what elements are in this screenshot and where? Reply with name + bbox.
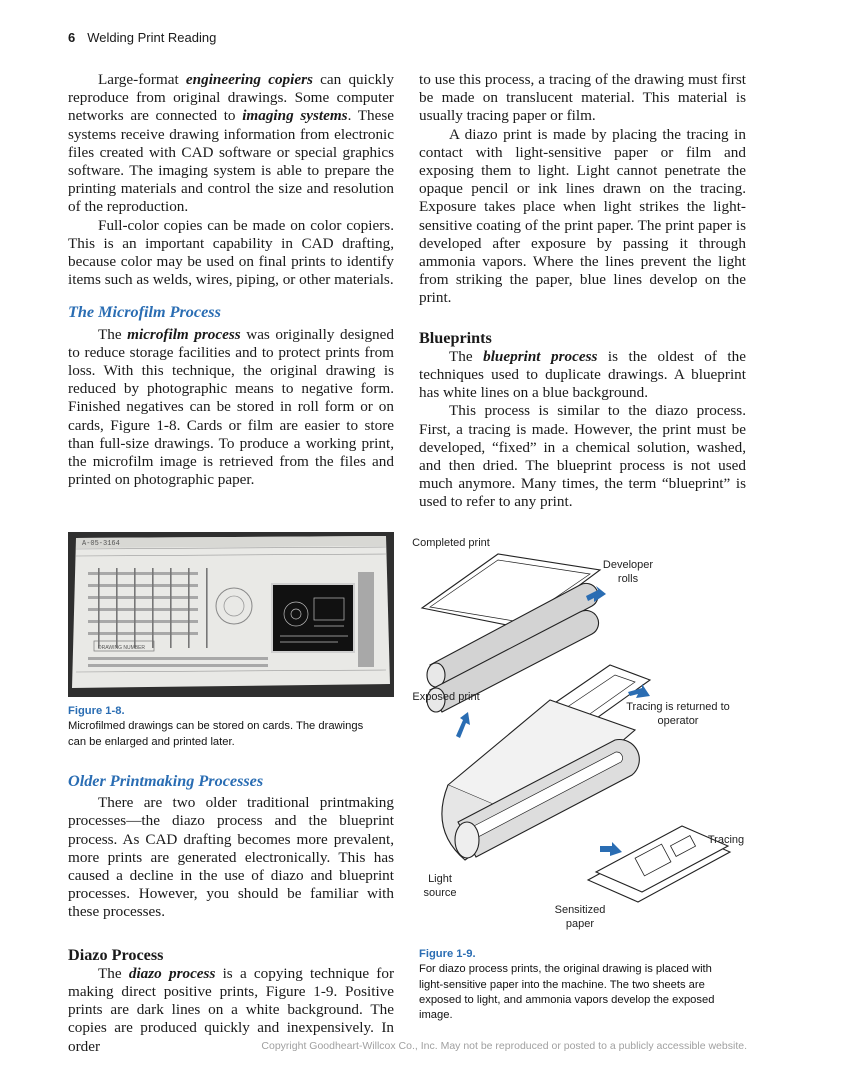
figure-1-8-caption: Figure 1-8. Microfilmed drawings can be … [68,704,368,750]
tracing-sheet [594,825,730,893]
paragraph-diazo-print: A diazo print is made by placing the tra… [419,125,746,307]
left-column-top: Large-format engineering copiers can qui… [68,71,394,489]
figure-1-9-label: Figure 1-9. [419,948,476,960]
paragraph-diazo: The diazo process is a copying technique… [68,964,395,1055]
heading-older-processes: Older Printmaking Processes [68,772,264,790]
figure-1-8-text: Microfilmed drawings can be stored on ca… [68,720,364,748]
label-sensitized-paper: Sensitized paper [554,904,606,930]
paragraph-tracing: to use this process, a tracing of the dr… [419,71,746,125]
paragraph-blueprint-similar: This process is similar to the diazo pro… [419,402,746,511]
left-column-bottom: Older Printmaking Processes There are tw… [68,772,394,1056]
running-header: 6 Welding Print Reading [68,30,216,45]
diazo-machine-diagram [420,553,732,903]
light-source-cylinder [454,738,640,859]
label-light-source: Light source [423,873,457,899]
paragraph-older-processes: There are two older traditional printmak… [68,794,394,921]
heading-diazo: Diazo Process [68,945,164,964]
label-completed-print: Completed print [412,537,490,549]
label-tracing: Tracing [707,834,745,846]
completed-print-sheet [420,553,602,629]
page-number: 6 [68,30,76,45]
arrow-tracing-icon [600,842,622,856]
paragraph-microfilm: The microfilm process was originally des… [68,325,394,489]
paragraph-engineering-copiers: Large-format engineering copiers can qui… [68,71,394,216]
figure-1-8-label: Figure 1-8. [68,705,125,717]
book-title: Welding Print Reading [87,30,217,45]
right-column: to use this process, a tracing of the dr… [419,71,746,512]
label-tracing-returned: Tracing is returned to operator [626,701,730,727]
figure-1-9-caption: Figure 1-9. For diazo process prints, th… [419,947,739,1023]
microfilm-card-photo: A-05-3164 DRAWING NUMBER [68,532,394,697]
arrow-return-icon [628,684,650,698]
card-field-label: DRAWING NUMBER [98,645,145,651]
microfilm-card-image: A-05-3164 DRAWING NUMBER [72,536,390,688]
heading-blueprints: Blueprints [419,328,492,347]
developer-rolls [426,582,600,713]
copyright-footer: Copyright Goodheart-Willcox Co., Inc. Ma… [261,1040,747,1052]
label-developer-rolls: Developer rolls [602,559,654,585]
arrow-exposed-icon [456,712,470,738]
card-header-number: A-05-3164 [82,540,120,548]
paragraph-blueprint-process: The blueprint process is the oldest of t… [419,347,746,402]
arrow-developer-icon [586,586,606,602]
paragraph-full-color: Full-color copies can be made on color c… [68,216,394,289]
label-exposed-print: Exposed print [412,691,480,703]
heading-microfilm: The Microfilm Process [68,303,221,322]
process-arrows [456,586,650,856]
figure-1-9-text: For diazo process prints, the original d… [419,963,715,1022]
